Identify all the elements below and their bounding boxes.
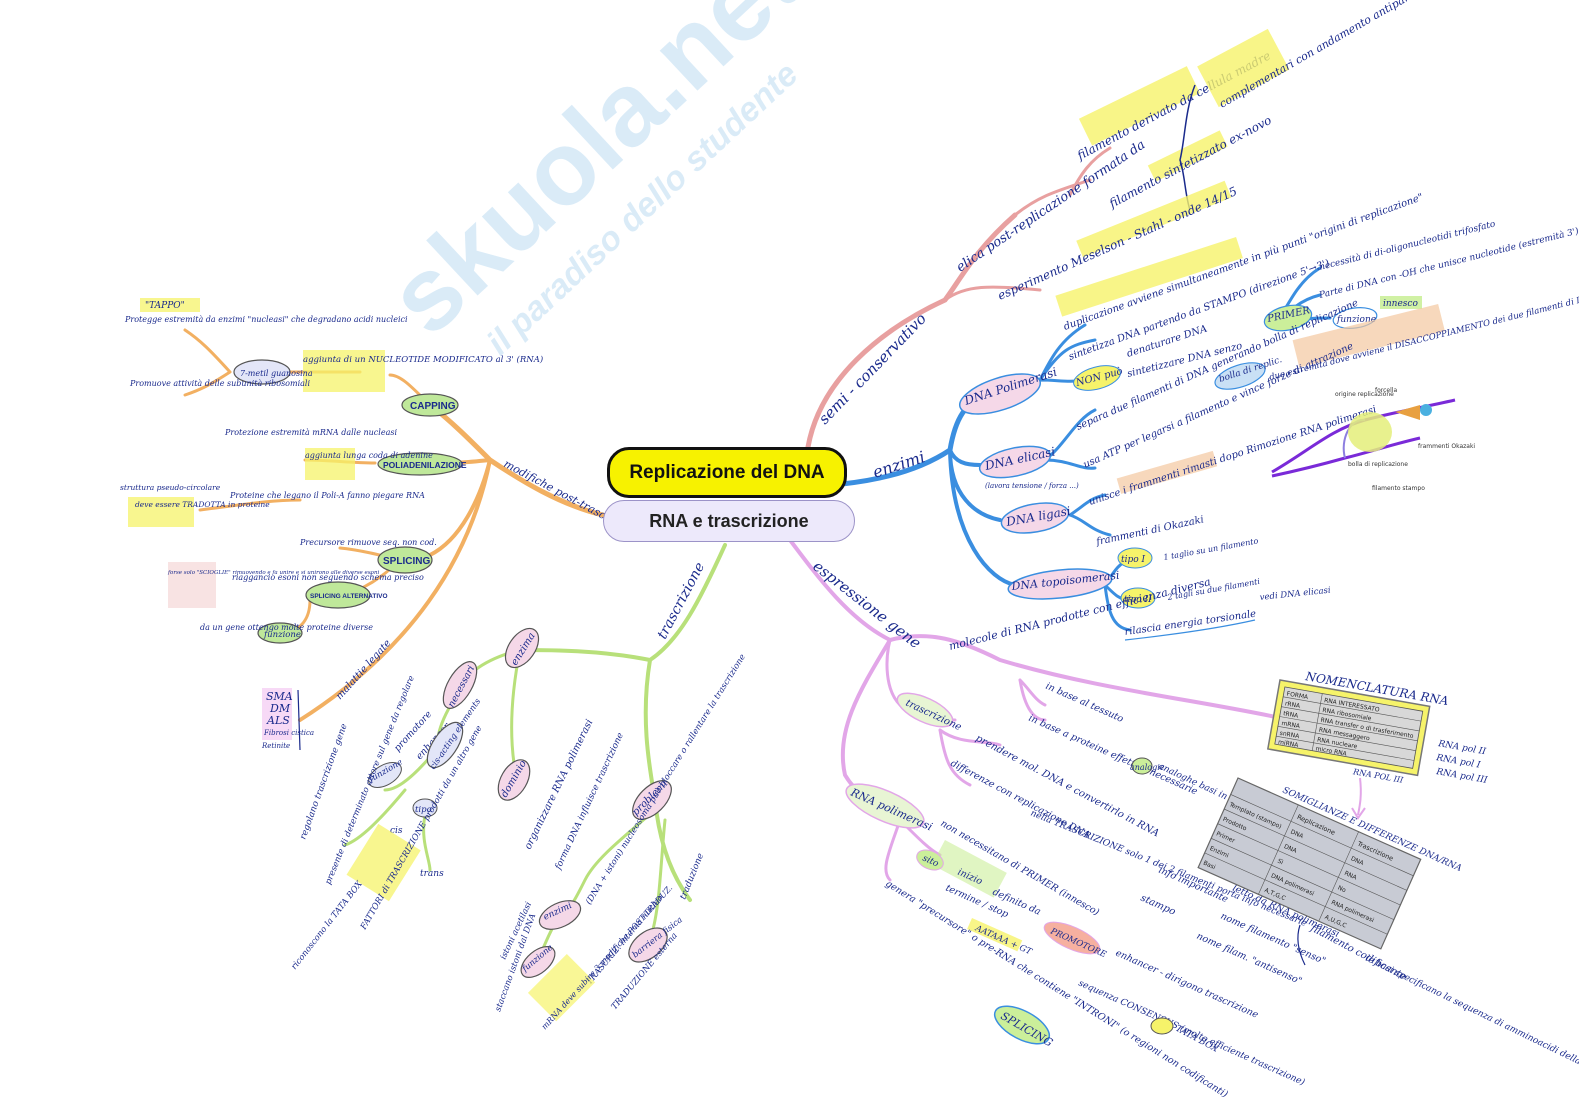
nomenclatura-r3c0: snRNA [1279,730,1300,740]
label-proteine-elicasi: (lavora tensione / forza ...) [985,482,1079,490]
branch-semiconservativo [805,212,1018,450]
label-innesco: innesco [1383,299,1418,309]
nomenclatura-r4c0: miRNA [1278,739,1300,750]
label-proteine-legano: Proteine che legano il Poli-A fanno pieg… [229,491,425,500]
nomenclatura-r2c0: mRNA [1281,720,1301,730]
node-primer: PRIMER [1263,304,1313,332]
node-dna-ligasi: DNA ligasi [1000,502,1072,534]
central-title: Replicazione del DNA [607,447,847,498]
node-dna-elicasi: DNA elicasi [978,444,1056,479]
label-splicing-alt: SPLICING ALTERNATIVO [310,593,388,600]
label-regolano: regolano trascrizione gene [298,723,349,842]
label-unisce: unisce i frammenti rimasti dopo Rimozion… [1088,404,1378,508]
diagram-label-stampo: filamento stampo [1372,485,1425,492]
node-dna-topoisomerasi: DNA topoisomerasi [1007,568,1120,600]
table-nomenclatura: NOMENCLATURA RNA FORMA RNA INTERESSATO r… [1266,669,1488,820]
nomenclatura-r1c0: tRNA [1283,710,1300,720]
label-espressione: espressione gene [810,557,925,652]
watermark-brand: skuola.net [367,0,822,357]
label-struttura: struttura pseudo-circolare [120,483,221,492]
label-aggiunta-nucleotide: aggiunta di un NUCLEOTIDE MODIFICATO al … [303,354,543,365]
somiglianze-r2c2: No [1337,884,1348,894]
label-le-basi: le basi specificano la sequenza di ammin… [1364,954,1579,1106]
label-genera: genera "precursore" o pre-RNA che contie… [883,878,1229,1100]
espressione-branch: espressione gene molecole di RNA prodott… [810,557,1579,1106]
label-analogie: analogie [1130,763,1165,772]
watermark: skuola.net il paradiso dello studente [367,0,822,362]
label-aggiunta-coda: aggiunta lunga coda di adenine [305,451,433,460]
diagram-label-okazaki: frammenti Okazaki [1418,443,1475,450]
label-stampo: stampo [1139,893,1177,918]
diagram-label-bolla: bolla di replicazione [1348,461,1408,468]
branch-espressione [788,538,1292,722]
nomenclatura-side-2: RNA pol III [1434,767,1488,786]
node-trascrizione: trascrizione [896,692,963,733]
label-retinite: Retinite [261,742,290,750]
label-da-un-gene: da un gene ottengo molte proteine divers… [200,623,373,632]
label-fibrosi: Fibrosi cistica [263,729,314,737]
label-vedi: vedi DNA elicasi [1259,586,1331,603]
node-dna-polimerasi: DNA Polimerasi [959,365,1059,415]
label-tipo2: tipo II [1124,595,1152,605]
label-riaggancio: riaggancio esoni non seguendo schema pre… [232,573,424,582]
label-als: ALS [266,714,290,727]
label-organizzare: organizzare RNA polimerasi [523,718,596,851]
label-traduzione: traduzione [679,852,707,901]
node-rna-polimerasi: RNA polimerasi [845,783,934,834]
label-dm: DM [269,702,291,715]
diagram-label-forcella: forcella [1375,387,1397,394]
label-poliadenilazione: POLIADENILAZIONE [383,460,467,470]
somiglianze-r2c1: Sì [1276,858,1284,867]
label-okazaki: frammenti di Okazaki [1094,514,1205,548]
label-tipo1: tipo I [1121,555,1146,565]
label-protezione: Protezione estremità mRNA dalle nucleasi [224,428,397,437]
somiglianze-r1c2: RNA [1343,870,1358,882]
central-subtitle: RNA e trascrizione [603,500,855,542]
label-funzione-primer: funzione [1336,315,1376,325]
label-trans: trans [420,869,444,879]
replication-bubble-diagram: origine replicazione forcella bolla di r… [1271,387,1475,492]
modifiche-branch: modifiche post-trascriz. CAPPING aggiunt… [120,298,624,751]
label-semiconservativo: semi - conservativo [815,310,930,428]
diagram-label-origine: origine replicazione [1335,391,1394,398]
label-enzimi: enzimi [870,447,927,482]
label-metil: 7-metil guanosina [240,369,313,378]
label-malattie: malattie legate [334,638,393,702]
label-capping: CAPPING [410,401,456,412]
label-forse: forse solo "SCIOGLIE" rimuovendo e fa un… [167,570,379,576]
label-tipo1-desc: 1 taglio su un filamento [1163,536,1259,562]
somiglianze-r4c0: Basi [1202,860,1217,872]
label-tipo-tr: tipo [415,805,432,815]
label-tappo: "TAPPO" [145,301,185,311]
label-protegge: Protegge estremità da enzimi "nucleasi" … [124,315,408,324]
label-funzione-mod: funzione [263,630,301,640]
label-promuove: Promuove attività delle subunità ribosom… [129,379,310,388]
nomenclatura-r0c0: rRNA [1284,700,1301,710]
label-deve-essere: deve essere TRADOTTA in proteine [135,500,270,509]
label-sma: SMA [266,690,293,703]
label-in-base-proteine: in base a proteine effettive necessarie [1027,713,1200,798]
label-precursore: Precursore rimuove seq. non cod. [299,538,437,547]
label-dna-istoni: (DNA + istoni) nucleosoma può bloccare o… [583,652,748,907]
nomenclatura-header-0: FORMA [1286,690,1309,701]
label-splicing-mod: SPLICING [383,556,430,567]
label-riconoscono: riconoscono la TATA BOX [289,879,365,972]
label-cis: cis [390,826,403,836]
